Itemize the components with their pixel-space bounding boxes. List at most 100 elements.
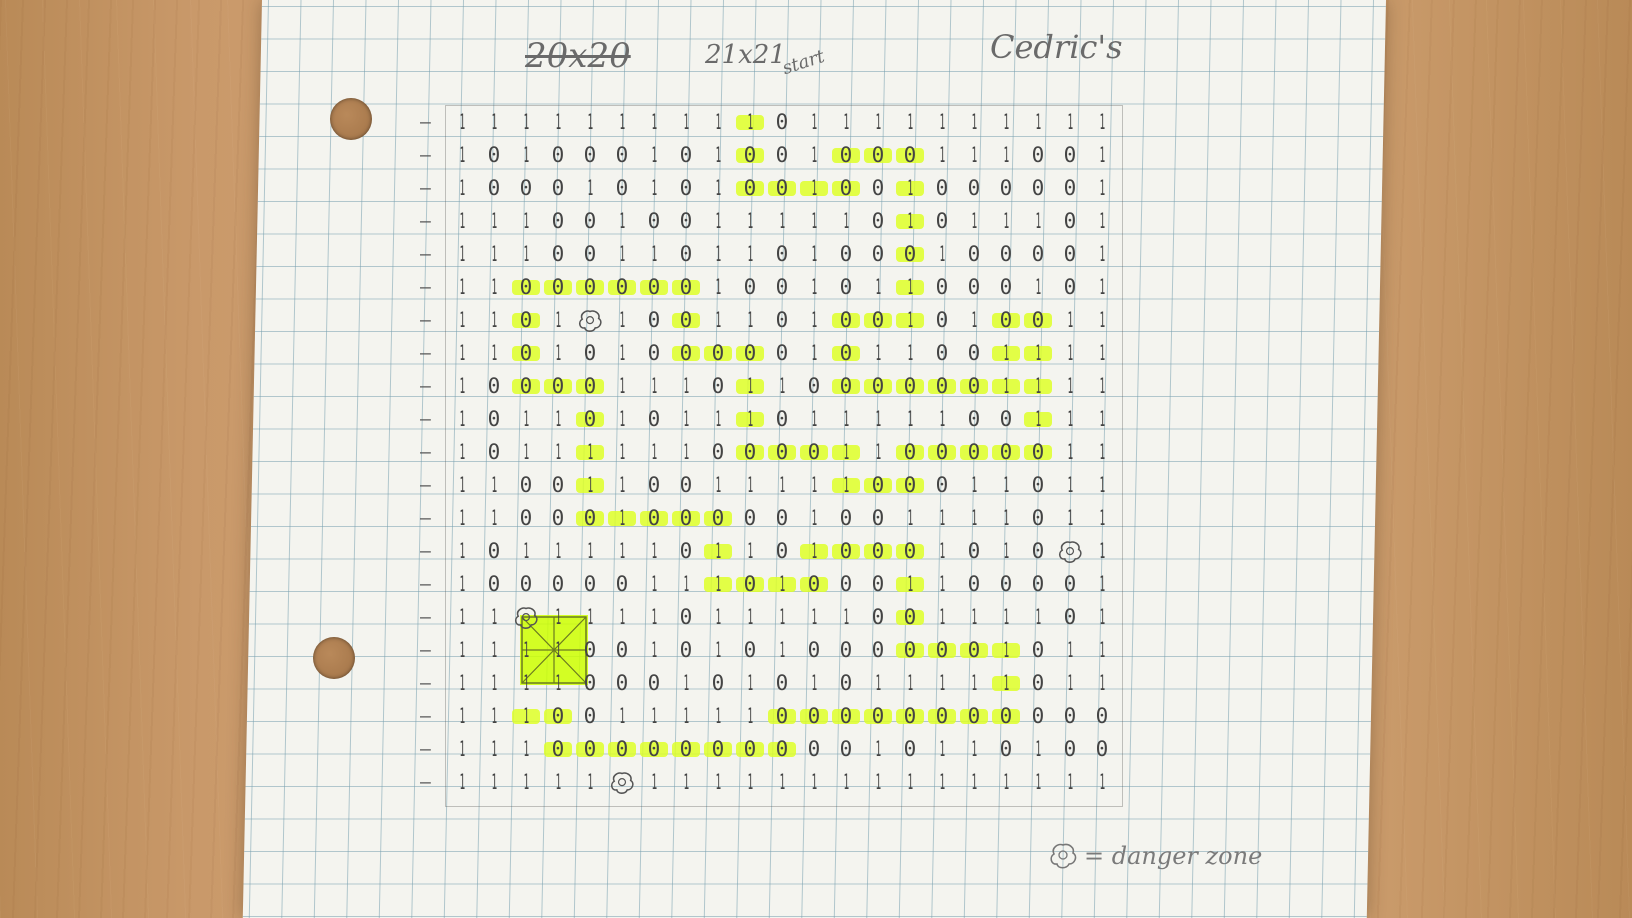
maze-digit: 0 (1031, 473, 1045, 497)
maze-cell: 1 (734, 667, 766, 700)
maze-digit: 0 (583, 143, 597, 167)
maze-cell: 0 (542, 502, 574, 535)
maze-cell: 0 (1022, 238, 1054, 271)
maze-digit: 0 (679, 605, 693, 629)
maze-digit: 1 (1067, 506, 1073, 530)
maze-digit: 0 (615, 671, 629, 695)
maze-cell: 1 (542, 436, 574, 469)
maze-cell-path: 0 (734, 337, 766, 370)
maze-digit: 0 (839, 374, 853, 398)
maze-digit: 0 (1095, 737, 1109, 761)
maze-cell: 1 (702, 634, 734, 667)
maze-digit: 0 (935, 374, 949, 398)
maze-digit: 1 (651, 770, 657, 794)
maze-cell: 0 (766, 238, 798, 271)
maze-digit: 1 (459, 374, 465, 398)
maze-digit: 1 (1099, 539, 1105, 563)
maze-digit: 0 (1031, 143, 1045, 167)
maze-digit: 1 (1099, 473, 1105, 497)
maze-cell-path: 1 (830, 436, 862, 469)
maze-cell-path: 1 (990, 337, 1022, 370)
maze-digit: 1 (491, 770, 497, 794)
maze-cell: 1 (1086, 271, 1118, 304)
maze-digit: 0 (487, 539, 501, 563)
maze-digit: 0 (1063, 209, 1077, 233)
maze-digit: 1 (1003, 341, 1009, 365)
maze-digit: 0 (711, 374, 725, 398)
maze-cell: 1 (798, 106, 830, 139)
maze-cell: 0 (670, 205, 702, 238)
maze-cell: 1 (1086, 667, 1118, 700)
maze-cell-path: 0 (894, 469, 926, 502)
row-tick: – (420, 211, 431, 232)
maze-cell: 1 (638, 370, 670, 403)
maze-digit: 1 (587, 473, 593, 497)
maze-digit: 1 (459, 572, 465, 596)
maze-digit: 0 (647, 308, 661, 332)
maze-digit: 1 (1067, 770, 1073, 794)
maze-cell: 0 (670, 238, 702, 271)
maze-digit: 0 (935, 638, 949, 662)
maze-cell: 1 (574, 106, 606, 139)
maze-digit: 0 (871, 473, 885, 497)
maze-cell: 1 (1086, 469, 1118, 502)
maze-cell-path: 0 (990, 700, 1022, 733)
maze-cell: 1 (990, 535, 1022, 568)
maze-cell: 1 (734, 601, 766, 634)
maze-cell-path: 0 (574, 733, 606, 766)
maze-cell: 1 (478, 205, 510, 238)
danger-zone-icon (578, 309, 602, 332)
maze-cell: 0 (478, 436, 510, 469)
maze-cell: 1 (894, 106, 926, 139)
maze-digit: 1 (971, 143, 977, 167)
maze-cell: 1 (990, 106, 1022, 139)
maze-digit: 1 (1099, 671, 1105, 695)
danger-zone-icon (610, 771, 634, 794)
maze-digit: 1 (523, 770, 529, 794)
maze-cell: 1 (958, 502, 990, 535)
maze-digit: 1 (651, 143, 657, 167)
maze-cell: 0 (478, 172, 510, 205)
maze-cell: 1 (1054, 766, 1086, 799)
maze-digit: 0 (807, 374, 821, 398)
maze-digit: 1 (843, 770, 849, 794)
maze-digit: 1 (1099, 572, 1105, 596)
maze-cell: 1 (478, 733, 510, 766)
maze-cell-path: 0 (734, 568, 766, 601)
maze-cell-path: 1 (734, 106, 766, 139)
maze-cell: 0 (478, 370, 510, 403)
maze-digit: 1 (1067, 440, 1073, 464)
maze-digit: 0 (1031, 572, 1045, 596)
maze-cell: 1 (1086, 172, 1118, 205)
maze-digit: 0 (775, 671, 789, 695)
maze-digit: 0 (999, 572, 1013, 596)
maze-digit: 0 (871, 605, 885, 629)
maze-digit: 0 (679, 506, 693, 530)
maze-cell: 1 (766, 469, 798, 502)
maze-cell: 0 (830, 502, 862, 535)
maze-cell: 1 (446, 667, 478, 700)
maze-digit: 0 (935, 176, 949, 200)
row-tick: – (420, 112, 431, 133)
maze-digit: 1 (523, 209, 529, 233)
row-tick: – (420, 310, 431, 331)
maze-cell: 1 (958, 205, 990, 238)
maze-digit: 0 (903, 539, 917, 563)
maze-digit: 0 (583, 209, 597, 233)
maze-cell: 1 (670, 436, 702, 469)
maze-digit: 1 (491, 605, 497, 629)
maze-digit: 0 (775, 407, 789, 431)
row-tick: – (420, 409, 431, 430)
maze-cell: 0 (862, 634, 894, 667)
maze-digit: 1 (587, 539, 593, 563)
maze-digit: 1 (939, 506, 945, 530)
maze-digit: 1 (1099, 275, 1105, 299)
maze-digit: 0 (551, 209, 565, 233)
maze-digit: 0 (775, 440, 789, 464)
maze-digit: 1 (715, 473, 721, 497)
maze-digit: 0 (839, 737, 853, 761)
maze-digit: 0 (999, 440, 1013, 464)
maze-cell: 1 (542, 535, 574, 568)
maze-cell: 1 (638, 568, 670, 601)
maze-digit: 1 (523, 704, 529, 728)
